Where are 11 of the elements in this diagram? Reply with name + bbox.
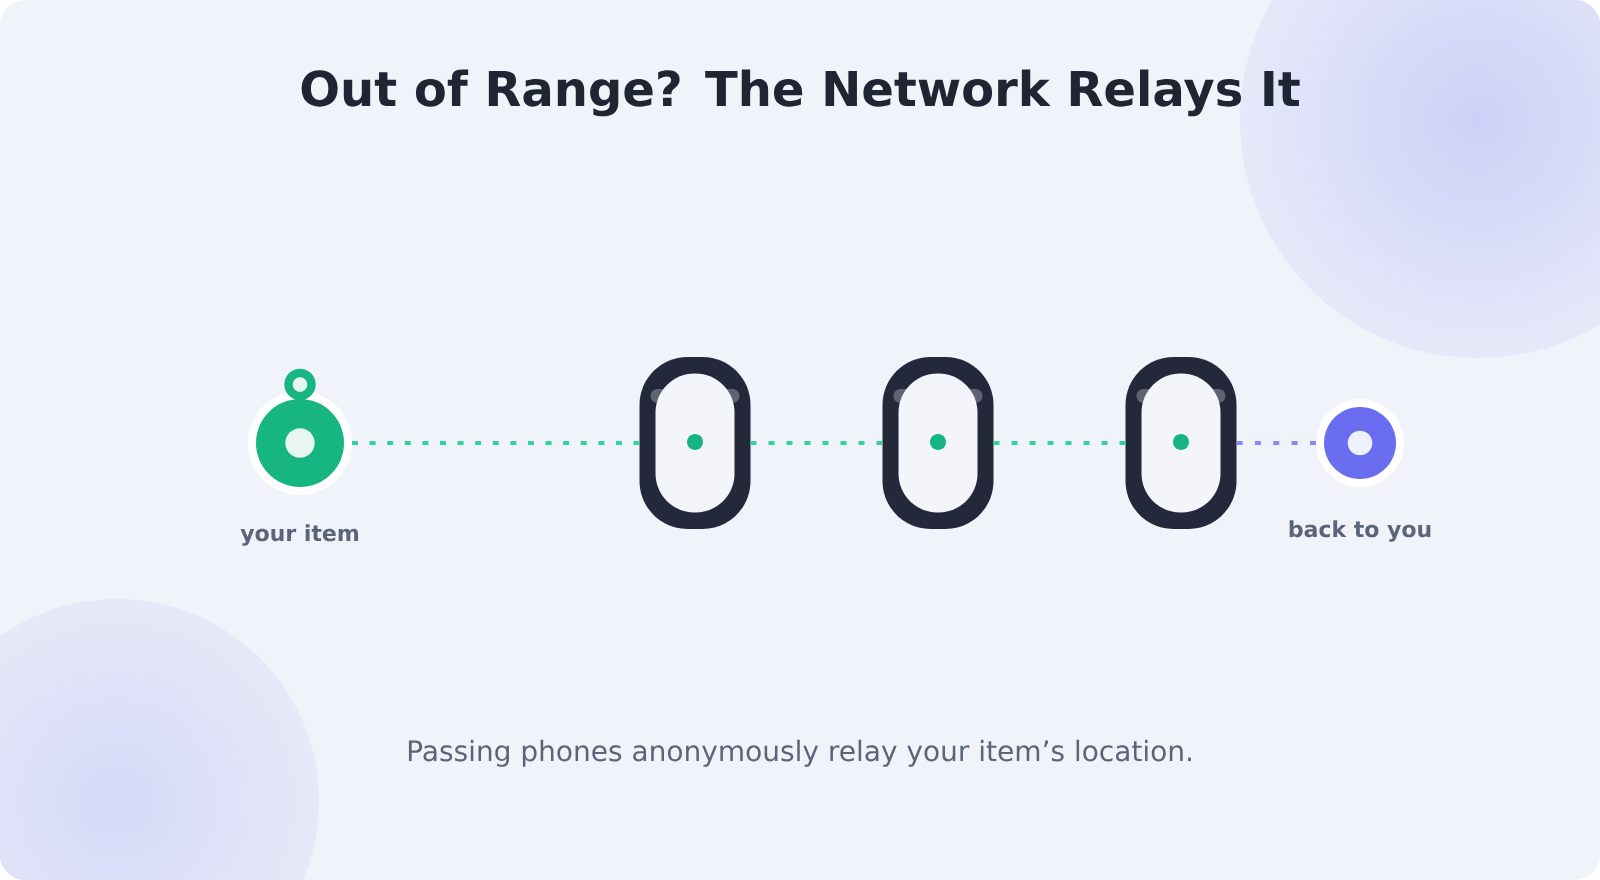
- title: Out of Range? The Network Relays It: [301, 69, 1300, 117]
- phone-icon: [639, 357, 751, 529]
- phone-icon: [1125, 357, 1237, 529]
- dotted-connector: [1236, 441, 1316, 445]
- node-label: your item: [240, 524, 359, 546]
- node-label: back to you: [1289, 520, 1431, 542]
- caption: Passing phones anonymously relay your item’s location.: [408, 739, 1191, 767]
- phone-icon: [882, 357, 994, 529]
- dotted-connector: [993, 441, 1126, 445]
- dotted-connector: [750, 441, 883, 445]
- dotted-connector: [352, 441, 640, 445]
